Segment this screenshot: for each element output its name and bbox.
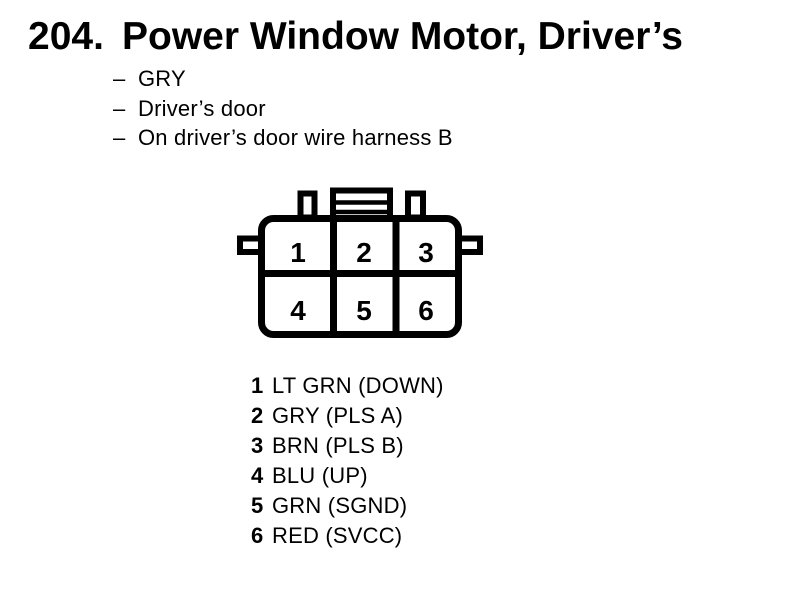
pin-row: 1 LT GRN (DOWN)	[251, 371, 444, 401]
connector-diagram: 1 2 3 4 5 6	[225, 180, 495, 350]
detail-list: – GRY – Driver’s door – On driver’s door…	[113, 64, 453, 153]
detail-label: On driver’s door wire harness B	[138, 125, 453, 150]
dash-bullet: –	[113, 125, 126, 150]
detail-label: Driver’s door	[138, 95, 266, 121]
pin-number: 6	[251, 523, 264, 548]
dash-bullet: –	[113, 66, 126, 91]
detail-line-color: – GRY	[113, 64, 453, 94]
pin-number: 5	[251, 493, 264, 518]
pin-legend: 1 LT GRN (DOWN) 2 GRY (PLS A) 3 BRN (PLS…	[251, 371, 444, 551]
pin-row: 3 BRN (PLS B)	[251, 431, 444, 461]
cavity-number-2: 2	[356, 237, 372, 268]
detail-line-location: – Driver’s door	[113, 94, 453, 124]
pin-number: 1	[251, 373, 264, 398]
pin-description: GRY (PLS A)	[272, 403, 403, 428]
pin-description: GRN (SGND)	[272, 493, 408, 518]
guide-tab-left	[297, 190, 318, 221]
pin-description: LT GRN (DOWN)	[272, 373, 444, 398]
page-title: Power Window Motor, Driver’s	[122, 15, 683, 58]
dash-bullet: –	[113, 95, 126, 121]
pin-row: 4 BLU (UP)	[251, 461, 444, 491]
pin-row: 5 GRN (SGND)	[251, 491, 444, 521]
pin-row: 6 RED (SVCC)	[251, 521, 444, 551]
pin-number: 4	[251, 463, 264, 488]
cavity-number-3: 3	[418, 237, 434, 268]
cavity-number-5: 5	[356, 295, 372, 326]
pin-row: 2 GRY (PLS A)	[251, 401, 444, 431]
connector-svg: 1 2 3 4 5 6	[237, 187, 483, 338]
page-heading: 204. Power Window Motor, Driver’s	[28, 17, 683, 57]
detail-label: GRY	[138, 66, 186, 91]
pin-number: 2	[251, 403, 264, 428]
cavity-number-4: 4	[290, 295, 306, 326]
pin-description: BRN (PLS B)	[272, 433, 404, 458]
pin-number: 3	[251, 433, 264, 458]
cavity-number-6: 6	[418, 295, 434, 326]
detail-line-harness: – On driver’s door wire harness B	[113, 123, 453, 153]
pin-description: BLU (UP)	[272, 463, 368, 488]
guide-tab-right	[405, 190, 426, 221]
pin-description: RED (SVCC)	[272, 523, 403, 548]
heading-number: 204.	[28, 15, 104, 58]
cavity-number-1: 1	[290, 237, 306, 268]
